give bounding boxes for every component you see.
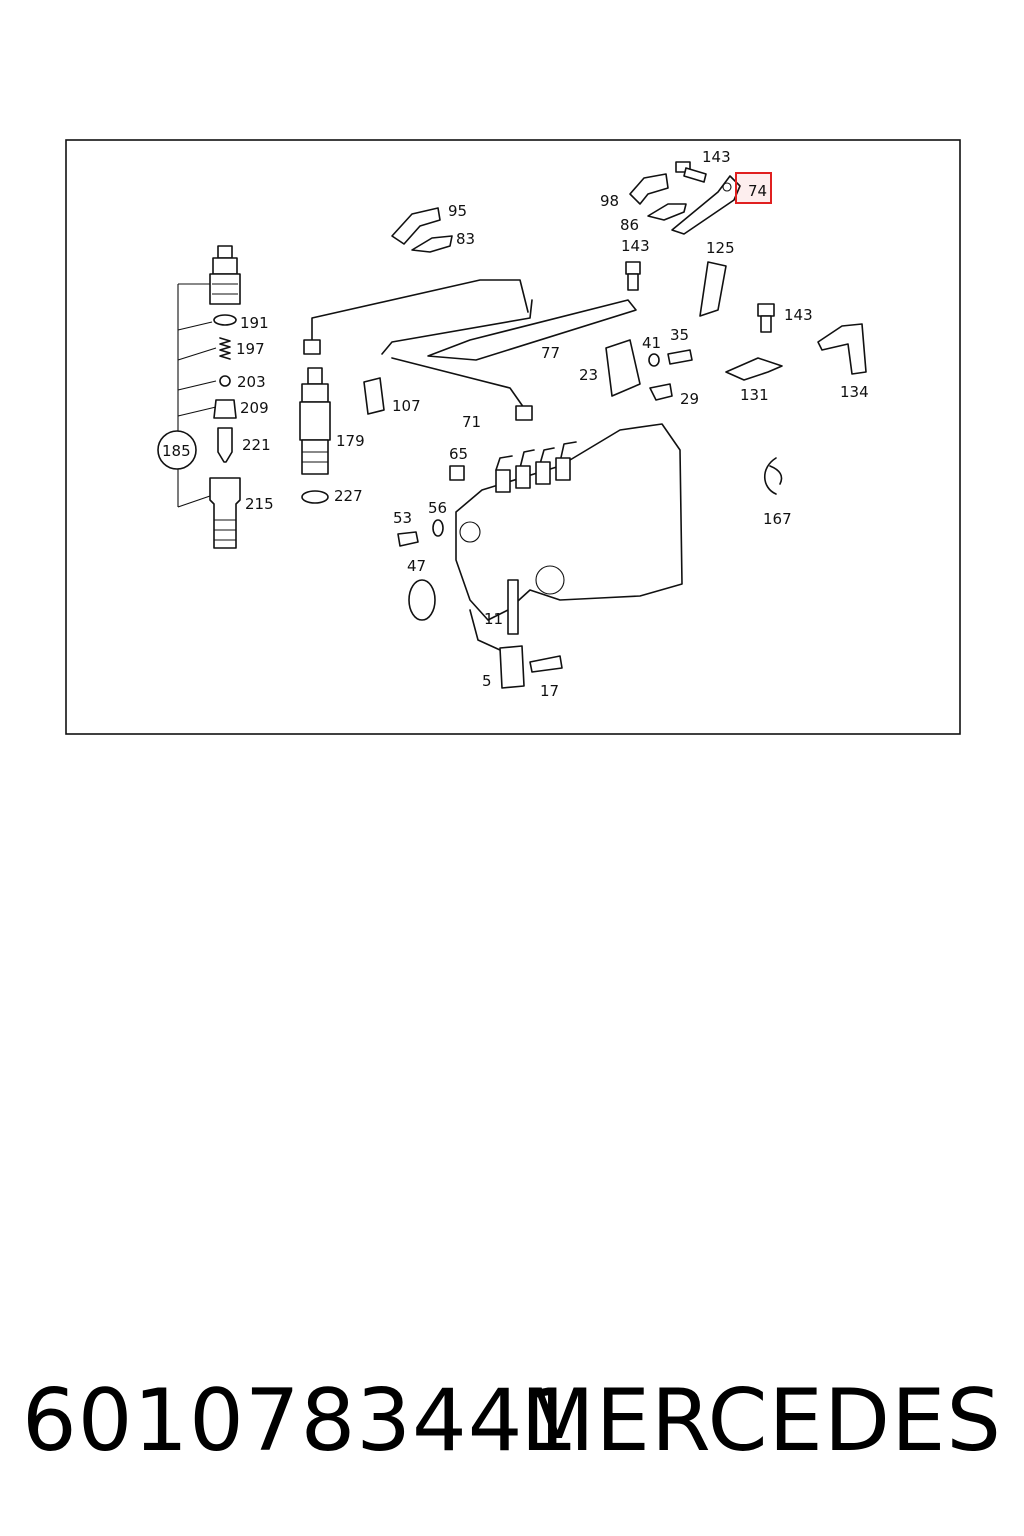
label-56: 56 [428,499,447,517]
label-209: 209 [240,399,269,417]
label-179: 179 [336,432,365,450]
lever-74 [671,175,741,235]
label-35: 35 [670,326,689,344]
label-143-top: 143 [702,148,731,166]
shaft-11 [507,579,519,635]
injection-pump [455,423,683,651]
product-footer: 6010783441 MERCEDES [0,1366,1024,1476]
bolt-53 [397,531,419,547]
label-191: 191 [240,314,269,332]
label-131: 131 [740,386,769,404]
nozzle-221 [217,427,233,463]
part-number: 6010783441 [22,1371,580,1471]
label-11: 11 [484,610,503,628]
label-215: 215 [245,495,274,513]
bracket-131 [725,357,783,381]
label-83: 83 [456,230,475,248]
bracket-134 [817,323,867,375]
seal-56 [432,519,444,537]
bracket-125 [699,261,727,317]
label-185: 185 [162,442,191,460]
nozzle-nut-215 [209,477,241,549]
spring-197 [219,337,231,360]
nut-65 [449,465,465,481]
washer-191 [213,314,237,326]
label-167: 167 [763,510,792,528]
clamp-107 [363,377,385,415]
label-125: 125 [706,239,735,257]
label-53: 53 [393,509,412,527]
label-47: 47 [407,557,426,575]
fuel-pipe-71 [311,279,533,409]
label-77: 77 [541,344,560,362]
label-143-right: 143 [784,306,813,324]
label-71: 71 [462,413,481,431]
label-74: 74 [748,182,767,200]
injector-group-bracket [157,283,217,508]
bolt-143-right [757,303,775,333]
label-95: 95 [448,202,467,220]
label-29: 29 [680,390,699,408]
label-41: 41 [642,334,661,352]
clip-167 [763,457,783,495]
label-227: 227 [334,487,363,505]
screw-17 [529,655,563,673]
bracket-95 [391,207,441,245]
diagram-frame [65,139,961,735]
label-98: 98 [600,192,619,210]
pin-203 [219,375,231,387]
fitting-5 [499,645,525,689]
label-65: 65 [449,445,468,463]
highlight-box-74 [735,172,772,204]
bracket-83 [411,235,453,253]
label-203: 203 [237,373,266,391]
spacer-209 [213,399,237,419]
plate-23 [605,339,641,397]
label-197: 197 [236,340,265,358]
label-143-middle: 143 [621,237,650,255]
injector-holder [209,245,241,305]
label-107: 107 [392,397,421,415]
label-221: 221 [242,436,271,454]
exploded-parts-diagram: 143 74 98 86 95 83 143 125 143 191 197 2… [65,139,961,735]
bolt-143-top [675,161,707,183]
brand-name: MERCEDES [520,1371,1002,1471]
bolt-35 [667,349,693,365]
label-5: 5 [482,672,492,690]
injector-179 [299,367,331,475]
bracket-bar-77 [427,299,637,361]
o-ring-47 [408,579,436,621]
label-134: 134 [840,383,869,401]
clip-98 [629,173,669,205]
washer-227 [301,490,329,504]
label-17: 17 [540,682,559,700]
clip-86 [647,203,687,221]
label-23: 23 [579,366,598,384]
label-86: 86 [620,216,639,234]
bolt-143-middle [625,261,641,291]
bolt-29 [649,383,673,401]
washer-41 [648,353,660,367]
